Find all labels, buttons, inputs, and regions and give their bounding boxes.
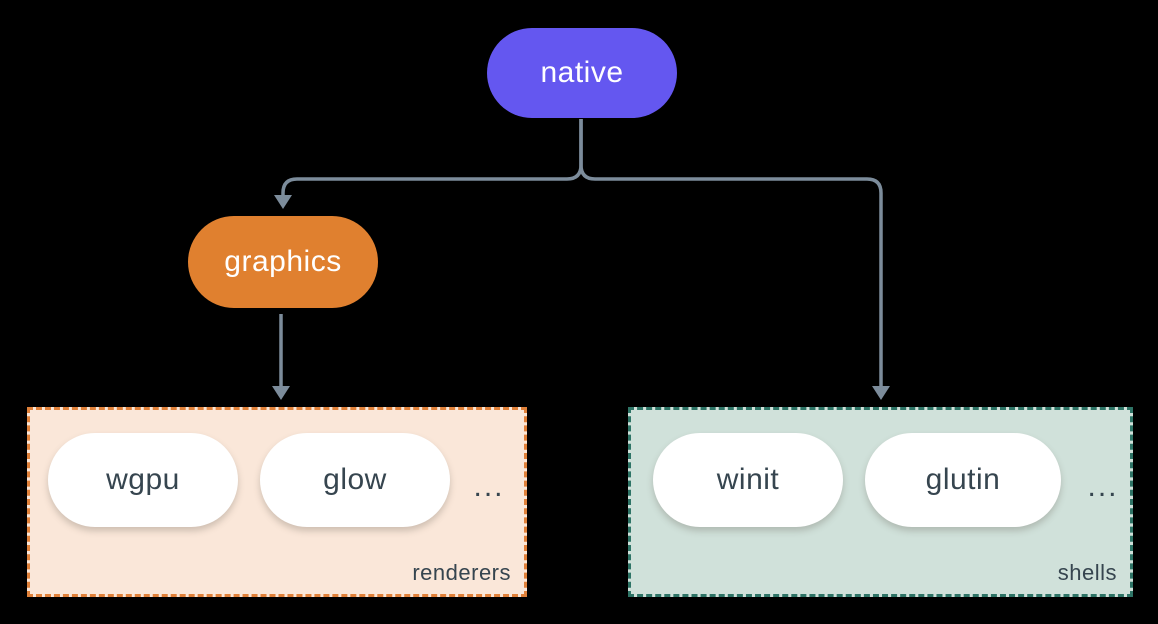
arrowhead-renderers-icon: [272, 386, 290, 400]
node-graphics: graphics: [188, 216, 378, 308]
node-wgpu: wgpu: [48, 433, 238, 527]
arrowhead-shells-icon: [872, 386, 890, 400]
arrowhead-graphics-icon: [274, 195, 292, 209]
edge-native-to-graphics: [281, 119, 583, 197]
node-native: native: [487, 28, 677, 118]
renderers-group-label: renderers: [412, 560, 511, 585]
node-glutin: glutin: [865, 433, 1061, 527]
shells-group-label: shells: [1057, 560, 1117, 585]
group-renderers: wgpu glow ... renderers: [27, 407, 527, 597]
group-shells: winit glutin ... shells: [628, 407, 1133, 597]
node-glow: glow: [260, 433, 450, 527]
edge-native-to-shells: [579, 119, 883, 387]
node-winit: winit: [653, 433, 843, 527]
renderers-ellipsis: ...: [473, 470, 505, 503]
shells-ellipsis: ...: [1087, 470, 1119, 503]
